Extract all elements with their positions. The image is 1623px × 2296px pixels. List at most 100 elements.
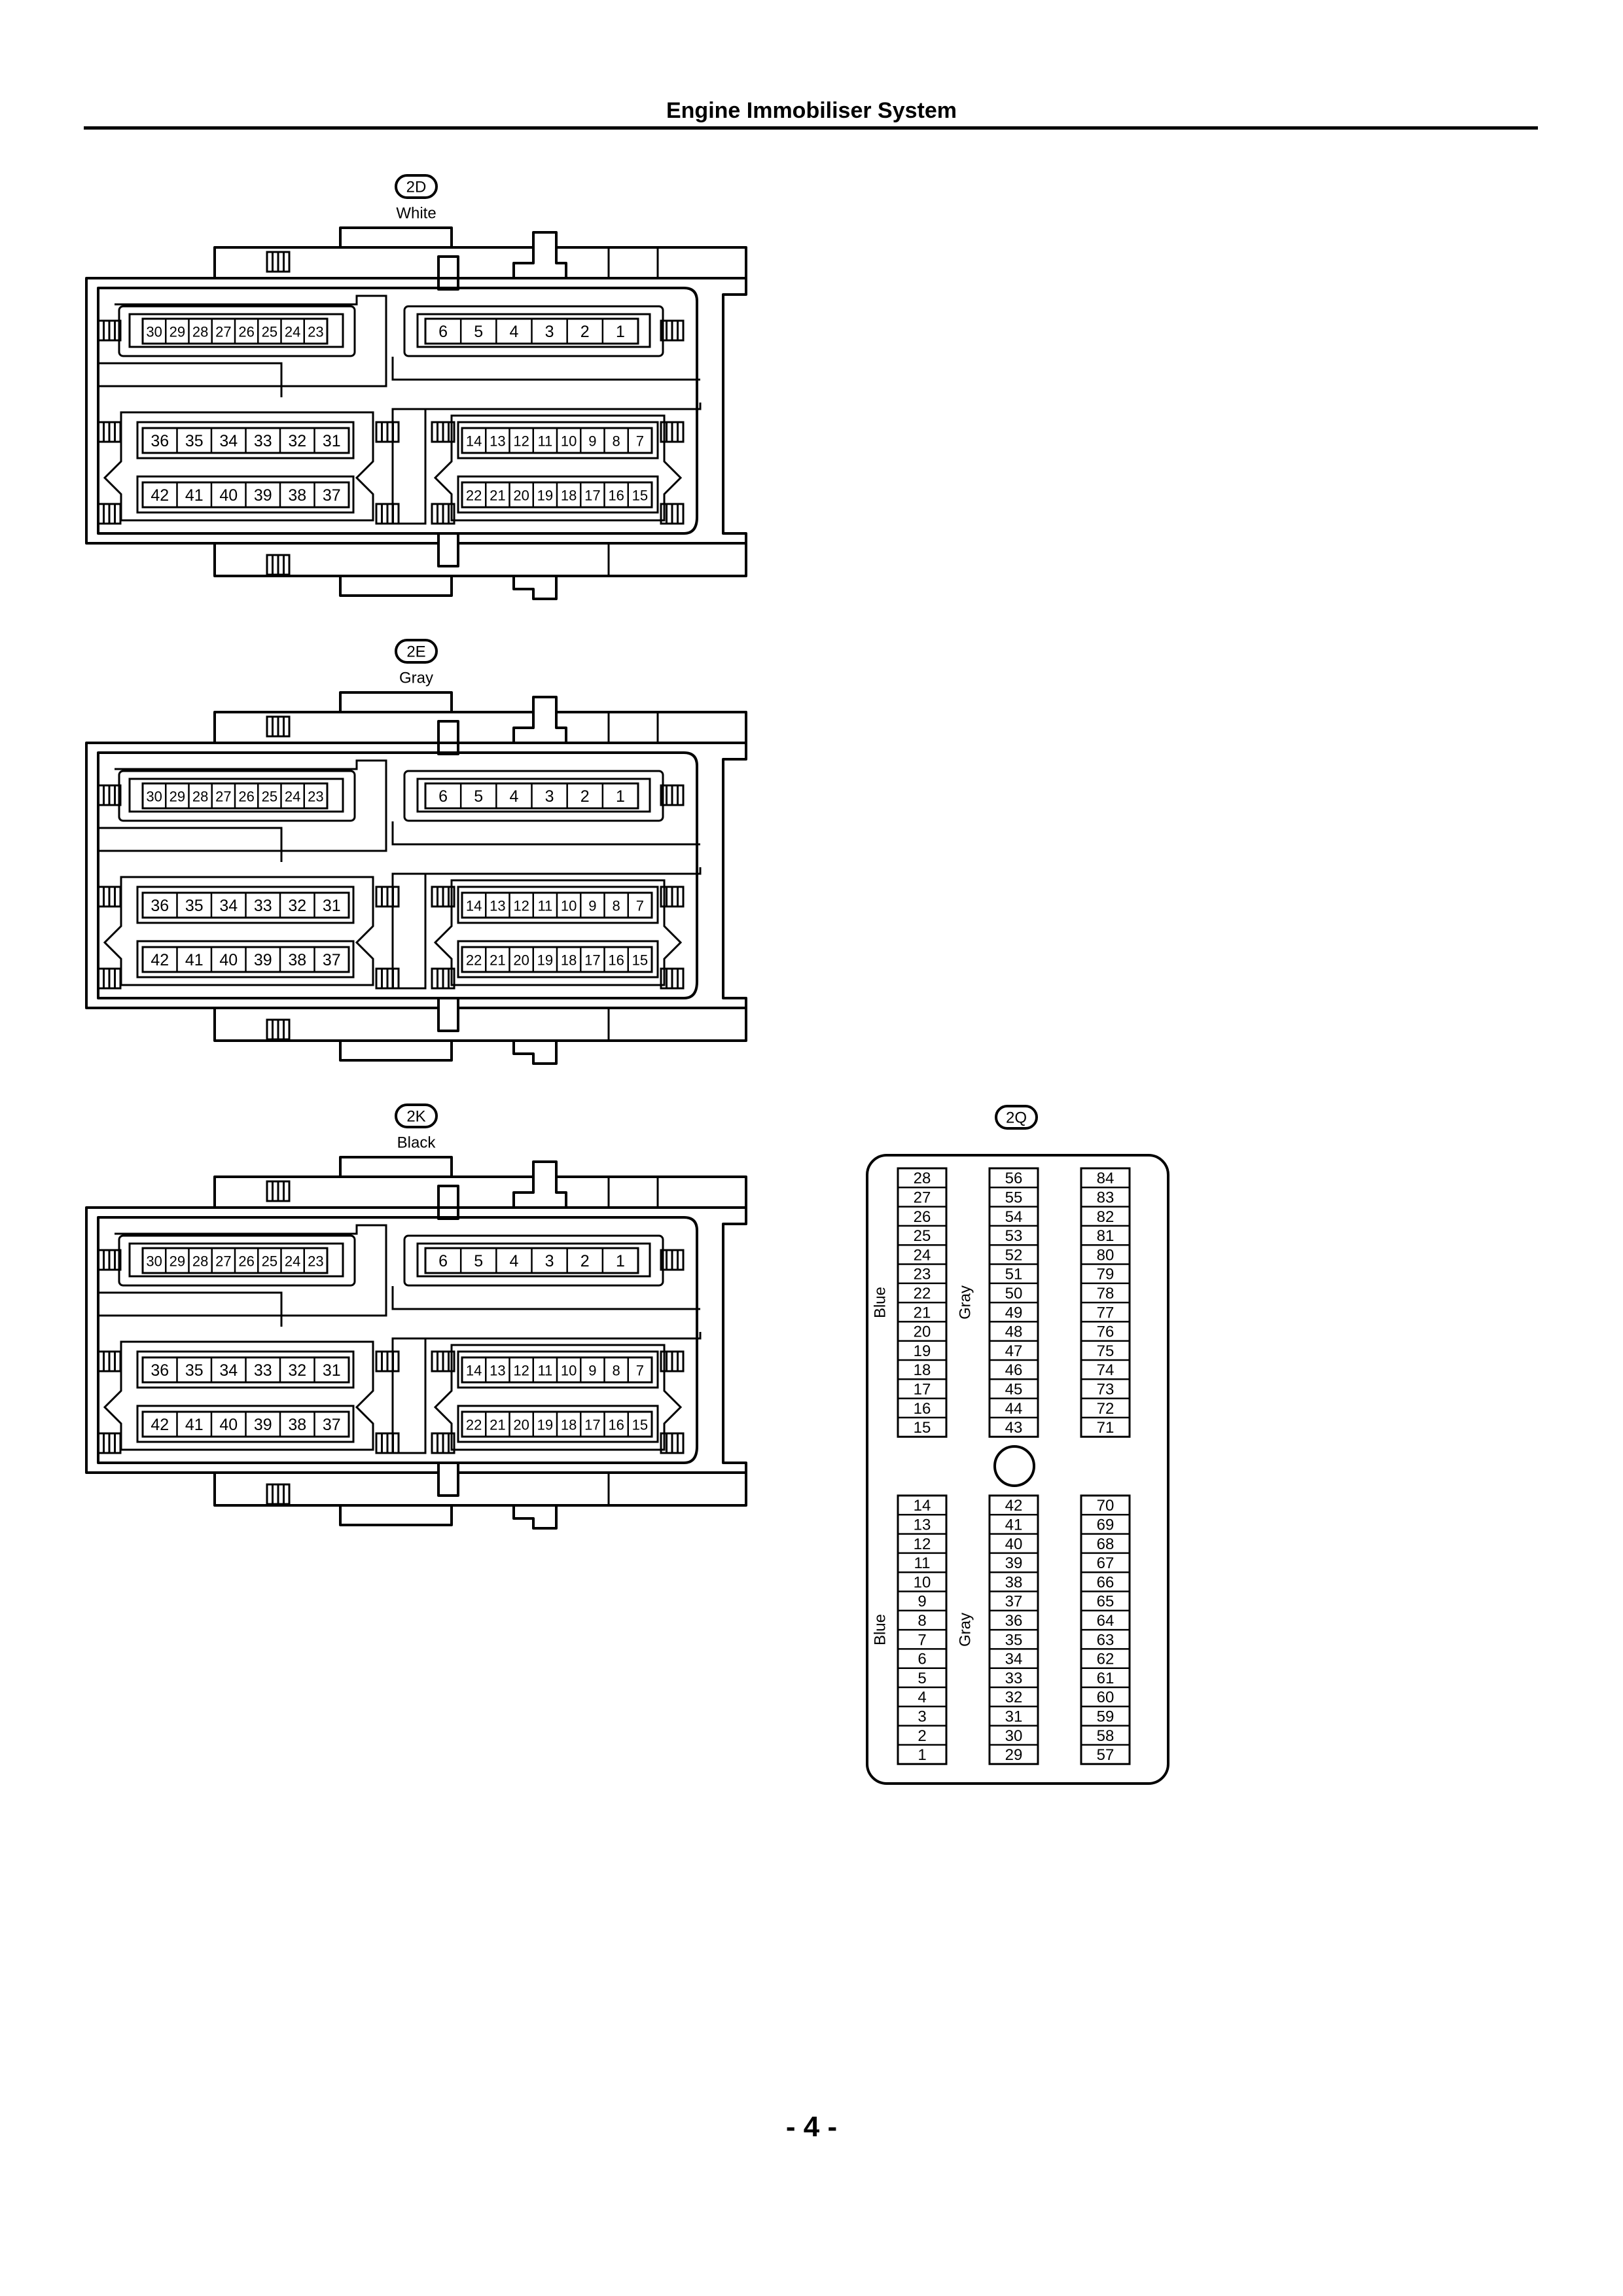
pin-number: 33 (254, 897, 272, 915)
pin-number: 6 (438, 1252, 448, 1270)
pin-number: 37 (323, 486, 341, 505)
pin-number: 19 (537, 488, 553, 504)
pin-number: 25 (262, 324, 277, 340)
pin-number: 83 (1097, 1189, 1115, 1206)
pin-number: 60 (1097, 1689, 1115, 1706)
pin-number: 34 (219, 432, 238, 450)
connector-color-label: Gray (399, 670, 433, 687)
separator (391, 1286, 700, 1310)
bottom-tab (339, 1041, 453, 1062)
pin-number: 21 (490, 952, 505, 969)
pin-number: 42 (151, 1416, 169, 1434)
pin-number: 29 (169, 1253, 185, 1270)
pin-number: 41 (185, 951, 204, 969)
pin-number: 64 (1097, 1612, 1115, 1630)
pin-number: 39 (254, 951, 272, 969)
pin-number: 14 (466, 433, 482, 450)
pin-number: 26 (238, 1253, 254, 1270)
upper-flange (86, 1175, 747, 1209)
cavity-lower-left-inner (136, 940, 355, 978)
pin-number: 68 (1097, 1535, 1115, 1553)
pin-number: 25 (262, 1253, 277, 1270)
pin-number: 75 (1097, 1342, 1115, 1360)
pin-number: 74 (1097, 1361, 1115, 1379)
pin-number: 2 (580, 323, 590, 341)
pin-number: 49 (1005, 1304, 1023, 1321)
pin-number: 15 (632, 488, 648, 504)
pin-number: 3 (918, 1708, 926, 1725)
pin-number: 28 (192, 789, 208, 805)
pin-number: 42 (1005, 1497, 1023, 1515)
pin-number: 58 (1097, 1727, 1115, 1745)
lower-post (437, 1462, 459, 1497)
cavity-lower-right-inner (457, 1350, 659, 1389)
pin-number: 20 (513, 952, 529, 969)
pin-number: 28 (192, 1253, 208, 1270)
pin-number: 4 (509, 323, 518, 341)
pin-number: 1 (616, 787, 625, 806)
pin-number: 20 (914, 1323, 931, 1341)
pin-number: 67 (1097, 1554, 1115, 1572)
pin-number: 10 (914, 1573, 931, 1591)
cavity-divider (97, 295, 387, 397)
cavity-top-right (403, 770, 664, 822)
pin-number: 61 (1097, 1670, 1115, 1687)
pin-number: 39 (1005, 1554, 1023, 1572)
pin-number: 31 (323, 1361, 341, 1380)
pin-number: 9 (588, 898, 596, 914)
cavity-lower-left-inner (136, 421, 355, 459)
pin-number: 19 (914, 1342, 931, 1360)
pin-number: 30 (146, 1253, 162, 1270)
pin-number: 2 (580, 787, 590, 806)
cavity-top-right-inner (416, 313, 651, 348)
pin-number: 33 (254, 1361, 272, 1380)
cavity-lower-left-inner (136, 1405, 355, 1443)
cavity-lower-right-inner (457, 1405, 659, 1443)
pin-number: 9 (588, 1363, 596, 1379)
pin-number: 36 (1005, 1612, 1023, 1630)
pin-number: 79 (1097, 1266, 1115, 1283)
pin-number: 34 (219, 897, 238, 915)
pin-number: 81 (1097, 1227, 1115, 1245)
connector-id: 2D (406, 179, 427, 196)
pin-number: 38 (288, 1416, 306, 1434)
pin-number: 41 (185, 1416, 204, 1434)
pin-number: 24 (285, 1253, 300, 1270)
pin-number: 13 (490, 433, 505, 450)
connector-id: 2K (406, 1108, 425, 1126)
pin-number: 69 (1097, 1516, 1115, 1534)
inner-housing (97, 751, 698, 999)
pin-number: 18 (914, 1361, 931, 1379)
pin-number: 27 (215, 1253, 231, 1270)
separator (391, 821, 700, 846)
pin-number: 31 (1005, 1708, 1023, 1725)
ecu-key-circle (993, 1445, 1035, 1487)
pin-number: 5 (918, 1670, 926, 1687)
pin-number: 16 (914, 1400, 931, 1418)
pin-number: 33 (254, 432, 272, 450)
connector-body (85, 742, 747, 1009)
separator (391, 867, 702, 990)
pin-number: 28 (914, 1170, 931, 1187)
pin-number: 15 (914, 1419, 931, 1437)
pin-number: 4 (509, 1252, 518, 1270)
pin-number: 37 (323, 1416, 341, 1434)
pin-number: 32 (288, 897, 306, 915)
pin-number: 21 (490, 1417, 505, 1433)
cavity-top-right (403, 1234, 664, 1287)
pin-number: 63 (1097, 1631, 1115, 1649)
pin-number: 5 (474, 323, 483, 341)
pin-number: 38 (288, 486, 306, 505)
pin-number: 20 (513, 488, 529, 504)
pin-number: 11 (537, 1363, 552, 1379)
pin-number: 40 (219, 951, 238, 969)
upper-post (437, 720, 459, 755)
pin-number: 6 (438, 323, 448, 341)
pin-number: 55 (1005, 1189, 1023, 1206)
pin-number: 62 (1097, 1651, 1115, 1668)
pin-number: 43 (1005, 1419, 1023, 1437)
pin-number: 4 (509, 787, 518, 806)
pin-number: 39 (254, 486, 272, 505)
